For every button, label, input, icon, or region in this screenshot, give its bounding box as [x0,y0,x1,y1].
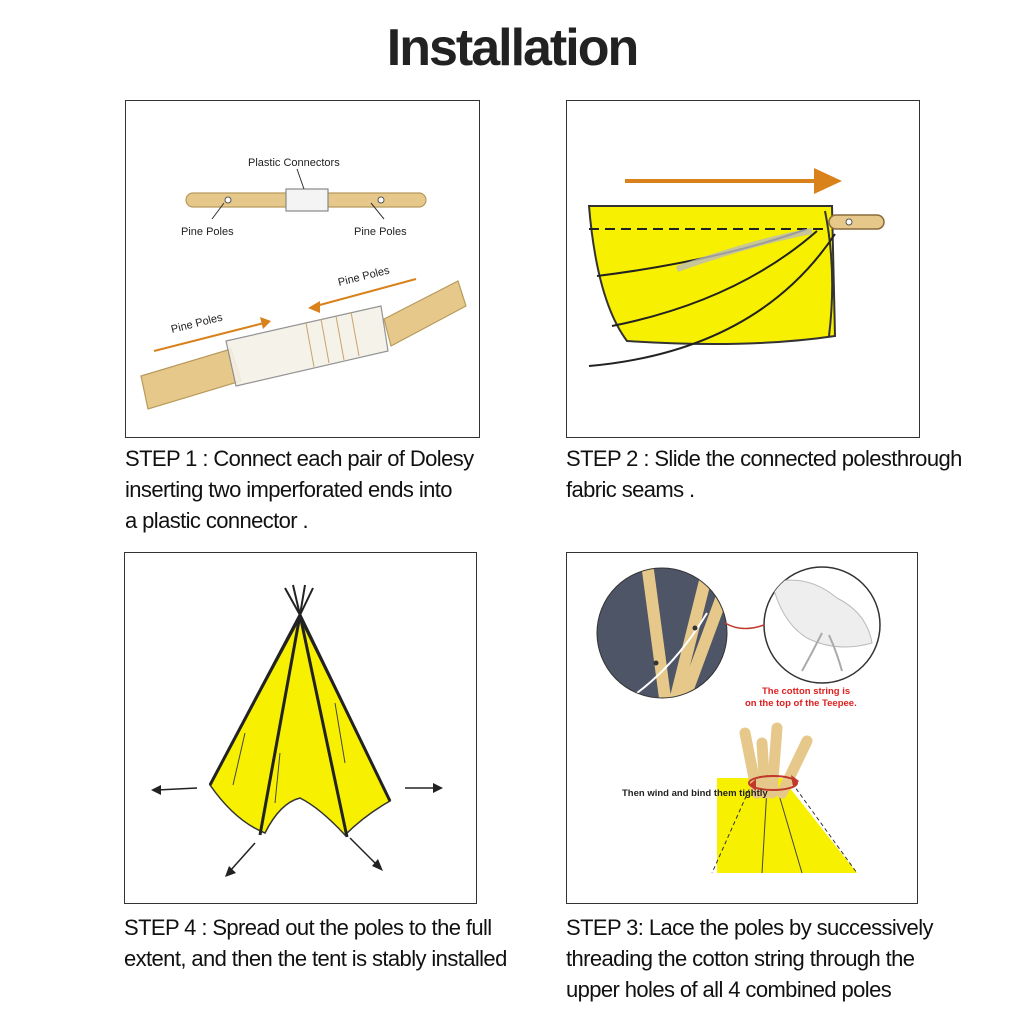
step3-panel: The cotton string is on the top of the T… [566,552,918,904]
step3-caption: STEP 3: Lace the poles by successively t… [566,912,933,1005]
step1-panel: Plastic Connectors Pine Poles Pine Poles… [125,100,480,438]
step2-line-1: STEP 2 : Slide the connected polesthroug… [566,446,962,471]
step3-line-1: STEP 3: Lace the poles by successively [566,915,933,940]
step3-illustration: The cotton string is on the top of the T… [596,566,881,874]
step1-line-2: inserting two imperforated ends into [125,477,453,502]
page-title: Installation [386,19,639,77]
step2-line-2: fabric seams . [566,477,695,502]
step4-panel [124,552,477,904]
step1-line-1: STEP 1 : Connect each pair of Dolesy [125,446,474,471]
step1-line-3: a plastic connector . [125,508,309,533]
step2-caption: STEP 2 : Slide the connected polesthroug… [566,443,962,505]
step1-illustration: Plastic Connectors Pine Poles Pine Poles… [140,157,467,410]
note-wind-bind: Then wind and bind them tightly [622,788,768,799]
label-plastic-connectors: Plastic Connectors [248,157,340,169]
step1-caption: STEP 1 : Connect each pair of Dolesy ins… [125,443,474,536]
step4-line-1: STEP 4 : Spread out the poles to the ful… [124,915,492,940]
label-pine-poles-bottom-right: Pine Poles [337,264,391,288]
step4-line-2: extent, and then the tent is stably inst… [124,946,507,971]
step4-caption: STEP 4 : Spread out the poles to the ful… [124,912,507,974]
step3-line-2: threading the cotton string through the [566,946,915,971]
note-cotton-string-line-2: on the top of the Teepee. [745,698,857,709]
step4-illustration [151,584,443,877]
label-pine-poles-bottom-left: Pine Poles [170,311,224,335]
step2-illustration [587,168,885,367]
label-pine-poles-right: Pine Poles [354,226,407,238]
step3-line-3: upper holes of all 4 combined poles [566,977,892,1002]
note-cotton-string-line-1: The cotton string is [762,686,850,697]
step2-panel [566,100,920,438]
label-pine-poles-left: Pine Poles [181,226,234,238]
